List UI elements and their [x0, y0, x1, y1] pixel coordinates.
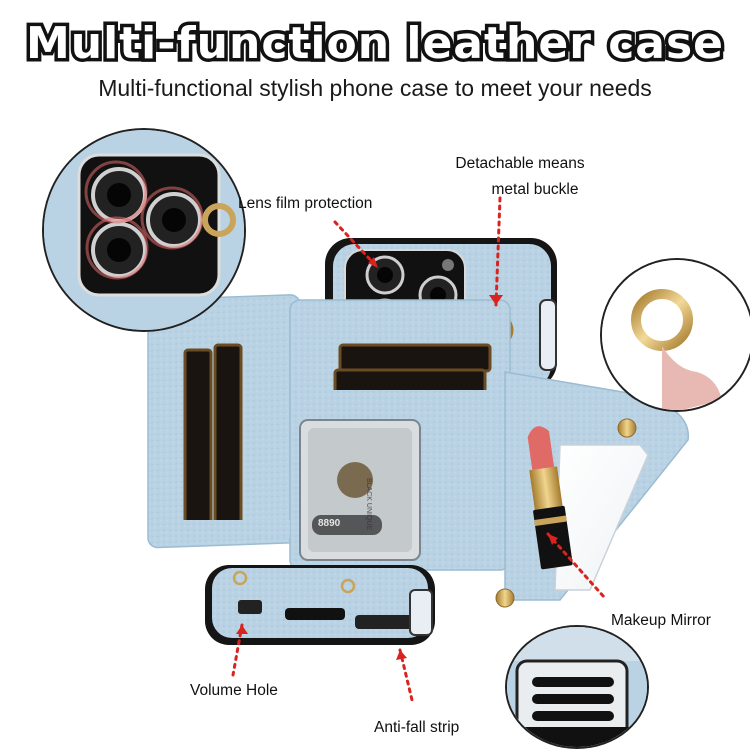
callout-volume-hole: Volume Hole [190, 682, 278, 699]
card-brand-text: BLACK UNIQUE [365, 478, 372, 531]
strip-closeup-inset [505, 625, 649, 749]
callout-lens-film-protection: Lens film protection [238, 195, 373, 212]
callout-makeup-mirror: Makeup Mirror [611, 612, 711, 629]
card-holder-flap [147, 294, 689, 608]
lens-closeup-inset [42, 128, 246, 332]
callout-arrowheads [236, 257, 558, 660]
card-number-text: 8890 [318, 518, 341, 529]
lens-closeup-image [44, 130, 244, 330]
callout-buckle-line1: Detachable means [455, 155, 585, 172]
callout-anti-fall-strip: Anti-fall strip [374, 719, 460, 736]
callout-buckle-line2: metal buckle [491, 181, 579, 198]
page-subtitle: Multi-functional stylish phone case to m… [98, 75, 652, 101]
strip-closeup-image [507, 627, 647, 747]
page-title: Multi-function leather case [22, 15, 726, 73]
buckle-closeup-inset [600, 258, 750, 412]
phone-bottom [205, 565, 435, 645]
callout-detachable-buckle: Detachable means metal buckle [440, 154, 600, 200]
buckle-closeup-image [602, 260, 750, 410]
